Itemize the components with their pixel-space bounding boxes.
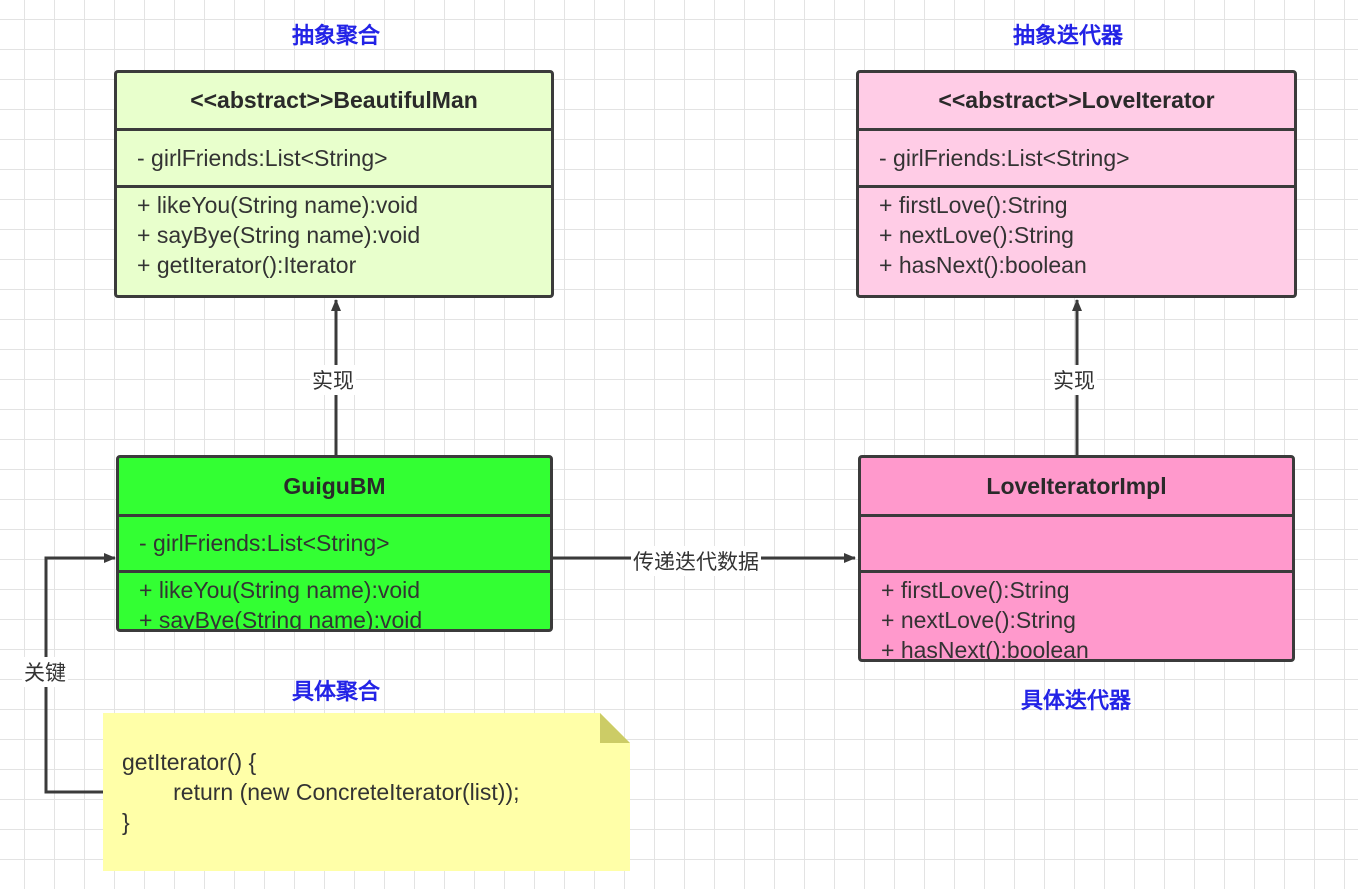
class-love-iterator-impl[interactable]: LoveIteratorImpl + firstLove():String + … (858, 455, 1295, 662)
class-guigu-bm[interactable]: GuiguBM - girlFriends:List<String> + lik… (116, 455, 553, 632)
method: + nextLove():String (879, 222, 1074, 248)
method: + firstLove():String (881, 577, 1070, 603)
class-name: LoveIteratorImpl (861, 458, 1292, 517)
method: + sayBye(String name):void (139, 607, 423, 632)
class-name: GuiguBM (119, 458, 550, 517)
class-attribute (861, 517, 1292, 573)
title-concrete-iterator: 具体迭代器 (1020, 689, 1131, 714)
note-line: getIterator() { (122, 749, 257, 775)
class-methods: + firstLove():String + nextLove():String… (859, 188, 1294, 280)
class-name: <<abstract>>LoveIterator (859, 73, 1294, 131)
method: + getIterator():Iterator (137, 252, 357, 278)
method: + hasNext():boolean (881, 637, 1089, 662)
title-concrete-aggregate: 具体聚合 (291, 680, 380, 705)
class-name: <<abstract>>BeautifulMan (117, 73, 551, 131)
class-attribute: - girlFriends:List<String> (859, 131, 1294, 188)
edge-label-implements-left: 实现 (310, 365, 356, 395)
method: + firstLove():String (879, 192, 1068, 218)
class-love-iterator[interactable]: <<abstract>>LoveIterator - girlFriends:L… (856, 70, 1297, 298)
note-line: } (122, 809, 130, 835)
code-note[interactable] (103, 713, 630, 871)
edge-label-pass-data: 传递迭代数据 (631, 546, 761, 576)
class-methods: + likeYou(String name):void + sayBye(Str… (117, 188, 551, 280)
note-line: return (new ConcreteIterator(list)); (122, 779, 520, 805)
method: + likeYou(String name):void (137, 192, 419, 218)
title-abstract-iterator: 抽象迭代器 (1012, 24, 1123, 49)
title-abstract-aggregate: 抽象聚合 (291, 24, 380, 49)
edge-label-implements-right: 实现 (1051, 365, 1097, 395)
class-attribute: - girlFriends:List<String> (119, 517, 550, 573)
edge-label-key: 关键 (22, 657, 68, 687)
method: + sayBye(String name):void (137, 222, 421, 248)
method: + likeYou(String name):void (139, 577, 421, 603)
class-methods: + firstLove():String + nextLove():String… (861, 573, 1292, 662)
note-code: getIterator() { return (new ConcreteIter… (122, 747, 520, 837)
class-attribute: - girlFriends:List<String> (117, 131, 551, 188)
class-methods: + likeYou(String name):void + sayBye(Str… (119, 573, 550, 632)
class-beautiful-man[interactable]: <<abstract>>BeautifulMan - girlFriends:L… (114, 70, 554, 298)
method: + hasNext():boolean (879, 252, 1087, 278)
method: + nextLove():String (881, 607, 1076, 633)
